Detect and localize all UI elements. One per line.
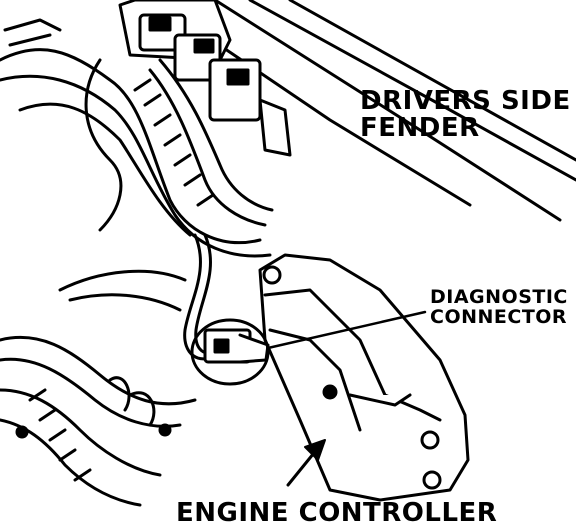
- engine-controller-arrow: [286, 439, 326, 487]
- highlight-circle: [190, 318, 270, 386]
- diagnostic-leader-line: [266, 310, 427, 350]
- engine-controller: [258, 253, 470, 502]
- diagnostic-connector-label: DIAGNOSTIC CONNECTOR: [430, 286, 568, 328]
- drivers-side-fender-label: DRIVERS SIDE FENDER: [360, 86, 571, 144]
- wiring-harness: [0, 18, 274, 258]
- relay-block: [118, 0, 292, 157]
- engine-contour: [58, 58, 187, 312]
- hoses-lower-left: [0, 335, 197, 507]
- diagnostic-connector: [203, 328, 270, 364]
- engine-controller-label: ENGINE CONTROLLER: [176, 498, 498, 528]
